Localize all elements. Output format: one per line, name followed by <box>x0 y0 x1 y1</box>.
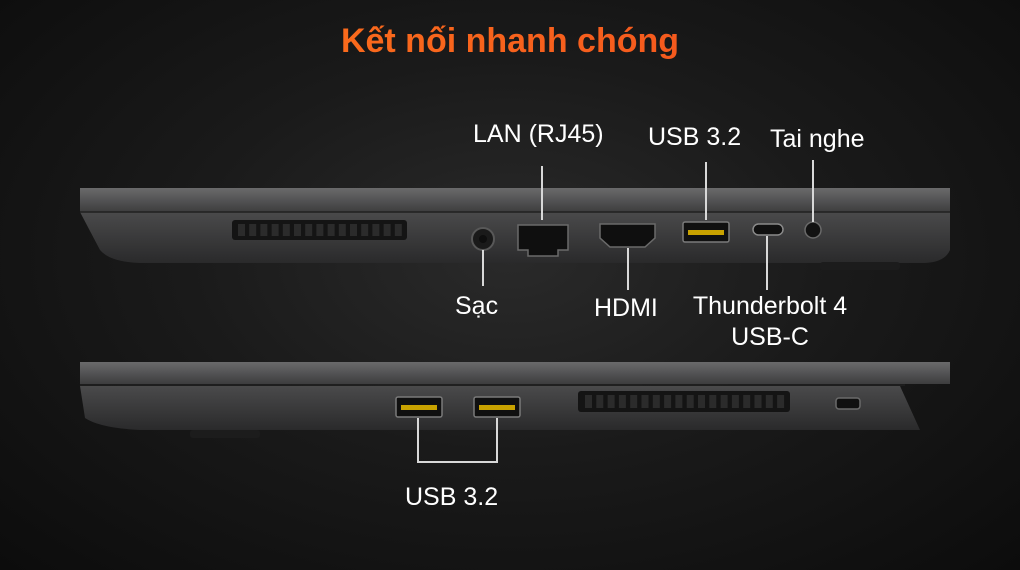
thunderbolt-label-line2: USB-C <box>731 323 809 351</box>
thunderbolt-label: Thunderbolt 4 USB-C <box>685 292 855 352</box>
vent-slot <box>765 395 773 408</box>
hdmi-port <box>599 223 656 248</box>
vent-slot <box>350 224 357 236</box>
usb-label-bottom: USB 3.2 <box>405 483 499 511</box>
vent-slot <box>664 395 672 408</box>
vent-slot <box>777 395 785 408</box>
lan-label: LAN (RJ45) <box>473 120 604 148</box>
vent-slot <box>618 395 626 408</box>
vent-slot <box>361 224 369 236</box>
headphone-label: Tai nghe <box>770 125 865 153</box>
vent-slot <box>305 224 313 236</box>
vent-slot <box>686 395 694 408</box>
vent-slot <box>698 395 705 408</box>
vent-slot <box>652 395 660 408</box>
lid-edge <box>80 188 950 212</box>
usb-c-port <box>752 223 784 236</box>
usb-a-port-left <box>682 221 730 243</box>
vent-slot <box>731 395 739 408</box>
vent-slot <box>720 395 728 408</box>
usb-a-port-right-2 <box>473 396 521 418</box>
vent-slot <box>394 224 402 236</box>
callout-lines <box>417 160 814 463</box>
page-title: Kết nối nhanh chóng <box>0 22 1020 61</box>
hdmi-label: HDMI <box>594 294 658 322</box>
vent-slot <box>327 224 335 236</box>
headphone-jack <box>804 221 822 239</box>
charging-label: Sạc <box>455 292 499 320</box>
vent-slot <box>754 395 762 408</box>
vent-slot <box>585 395 592 408</box>
lan-port <box>517 224 569 257</box>
vent-slot <box>316 224 324 236</box>
laptop-left-side <box>80 188 950 270</box>
vent-slot <box>383 224 391 236</box>
vent-slot <box>743 395 751 408</box>
vent-slot <box>630 395 638 408</box>
usb-label-top: USB 3.2 <box>648 123 742 151</box>
vent-slot <box>238 224 245 236</box>
lock-slot <box>835 397 861 410</box>
vent-slot <box>372 224 380 236</box>
vent-slot <box>260 224 268 236</box>
vent-slot <box>271 224 279 236</box>
thunderbolt-label-line1: Thunderbolt 4 <box>692 292 848 320</box>
vent-slot <box>249 224 257 236</box>
laptop-right-side <box>80 362 950 438</box>
lid-edge-2 <box>80 362 950 384</box>
vent-slot <box>641 395 649 408</box>
vent-slot <box>607 395 615 408</box>
vent-slot <box>596 395 604 408</box>
vent-slot <box>709 395 717 408</box>
vent-slot <box>338 224 346 236</box>
base-edge <box>80 212 950 263</box>
vent-slot <box>675 395 683 408</box>
usb-a-port-right-1 <box>395 396 443 418</box>
vent-slot <box>282 224 290 236</box>
vent-slot <box>294 224 301 236</box>
